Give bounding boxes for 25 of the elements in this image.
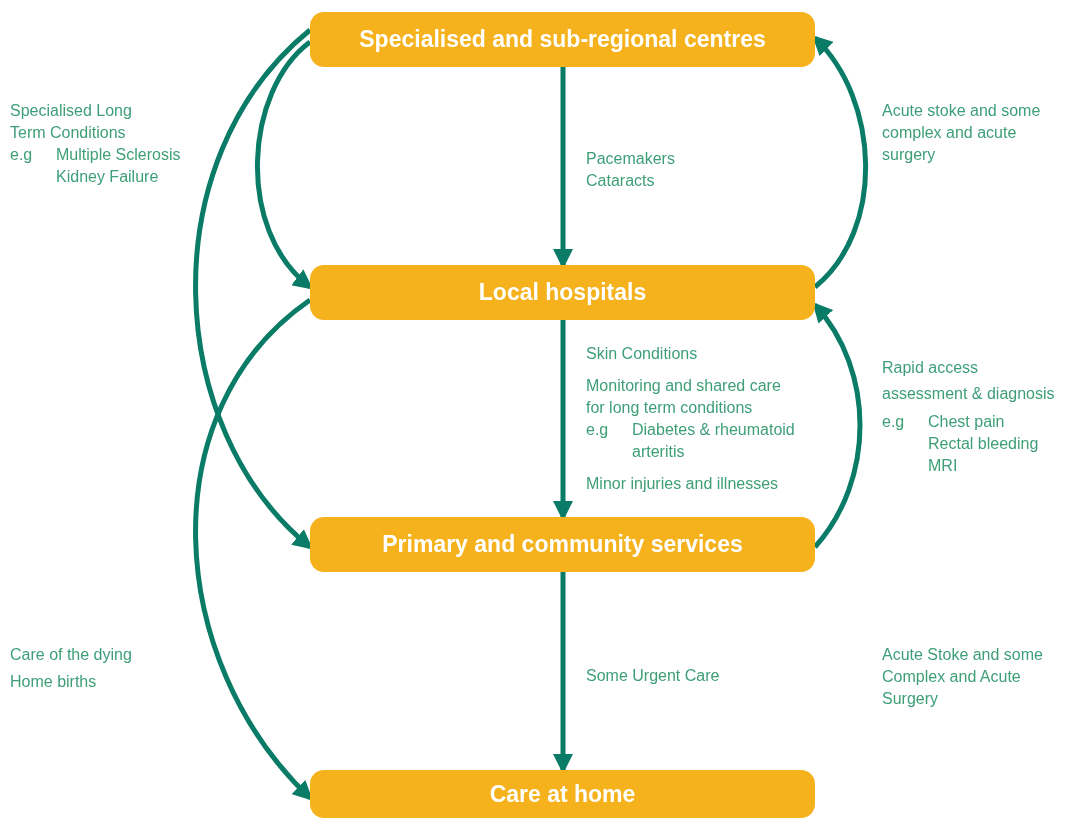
annotation: assessment & diagnosis xyxy=(882,384,1055,404)
service-level-box: Local hospitals xyxy=(310,265,815,320)
annotation: Acute Stoke and some Complex and Acute Surgery xyxy=(882,645,1044,709)
annotation: e.g xyxy=(10,145,33,165)
annotation: Some Urgent Care xyxy=(586,666,720,686)
service-level-box: Care at home xyxy=(310,770,815,818)
annotation: Kidney Failure xyxy=(56,167,159,187)
annotation: Rectal bleeding xyxy=(928,434,1039,454)
annotation: Acute stoke and some complex and acute surgery xyxy=(882,101,1042,165)
annotation: Multiple Sclerosis xyxy=(56,145,181,165)
service-level-box: Specialised and sub-regional centres xyxy=(310,12,815,67)
annotation: Diabetes & rheumatoid arteritis xyxy=(632,420,796,462)
annotation: Home births xyxy=(10,672,97,692)
annotation: e.g xyxy=(586,420,609,440)
annotation: Rapid access xyxy=(882,358,979,378)
annotation: Skin Conditions xyxy=(586,344,698,364)
annotation: Cataracts xyxy=(586,171,655,191)
arrow xyxy=(812,301,863,549)
annotation: MRI xyxy=(928,456,958,476)
annotation: Care of the dying xyxy=(10,645,132,665)
annotation: Chest pain xyxy=(928,412,1005,432)
annotation: e.g xyxy=(882,412,905,432)
annotation: Pacemakers xyxy=(586,149,675,169)
annotation: Minor injuries and illnesses xyxy=(586,474,779,494)
service-level-box: Primary and community services xyxy=(310,517,815,572)
